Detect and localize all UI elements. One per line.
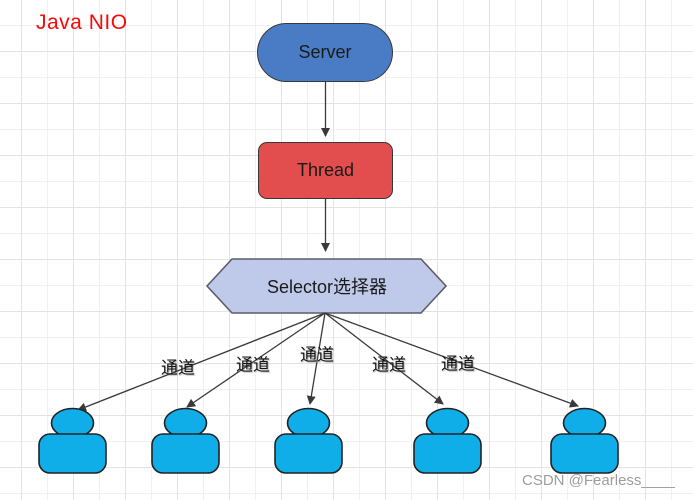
edge-label-channel: 通道: [300, 345, 334, 366]
edge-selector-client-1: [77, 312, 326, 412]
selector-hexagon: [205, 258, 448, 314]
node-server-label: Server: [298, 42, 352, 62]
edge-selector-client-5: [324, 312, 579, 408]
person-icon: [413, 407, 482, 474]
diagram-title: Java NIO: [36, 11, 128, 34]
person-icon: [550, 407, 619, 474]
edge-label-channel: 通道: [161, 358, 195, 379]
node-thread-label: Thread: [296, 160, 355, 180]
node-thread: Thread: [258, 142, 393, 199]
watermark: CSDN @Fearless____: [522, 472, 675, 489]
node-selector-label: Selector选择器: [266, 277, 388, 297]
edge-selector-client-3: [306, 312, 326, 405]
node-server: Server: [257, 23, 393, 82]
node-selector: Selector选择器: [207, 259, 447, 313]
person-icon: [274, 407, 343, 474]
person-icon: [38, 407, 107, 474]
edge-label-channel: 通道: [236, 355, 270, 376]
person-icon: [151, 407, 220, 474]
edge-selector-client-2: [186, 312, 326, 408]
edge-selector-client-4: [324, 312, 444, 405]
edge-label-channel: 通道: [441, 354, 475, 375]
edge-label-channel: 通道: [372, 355, 406, 376]
